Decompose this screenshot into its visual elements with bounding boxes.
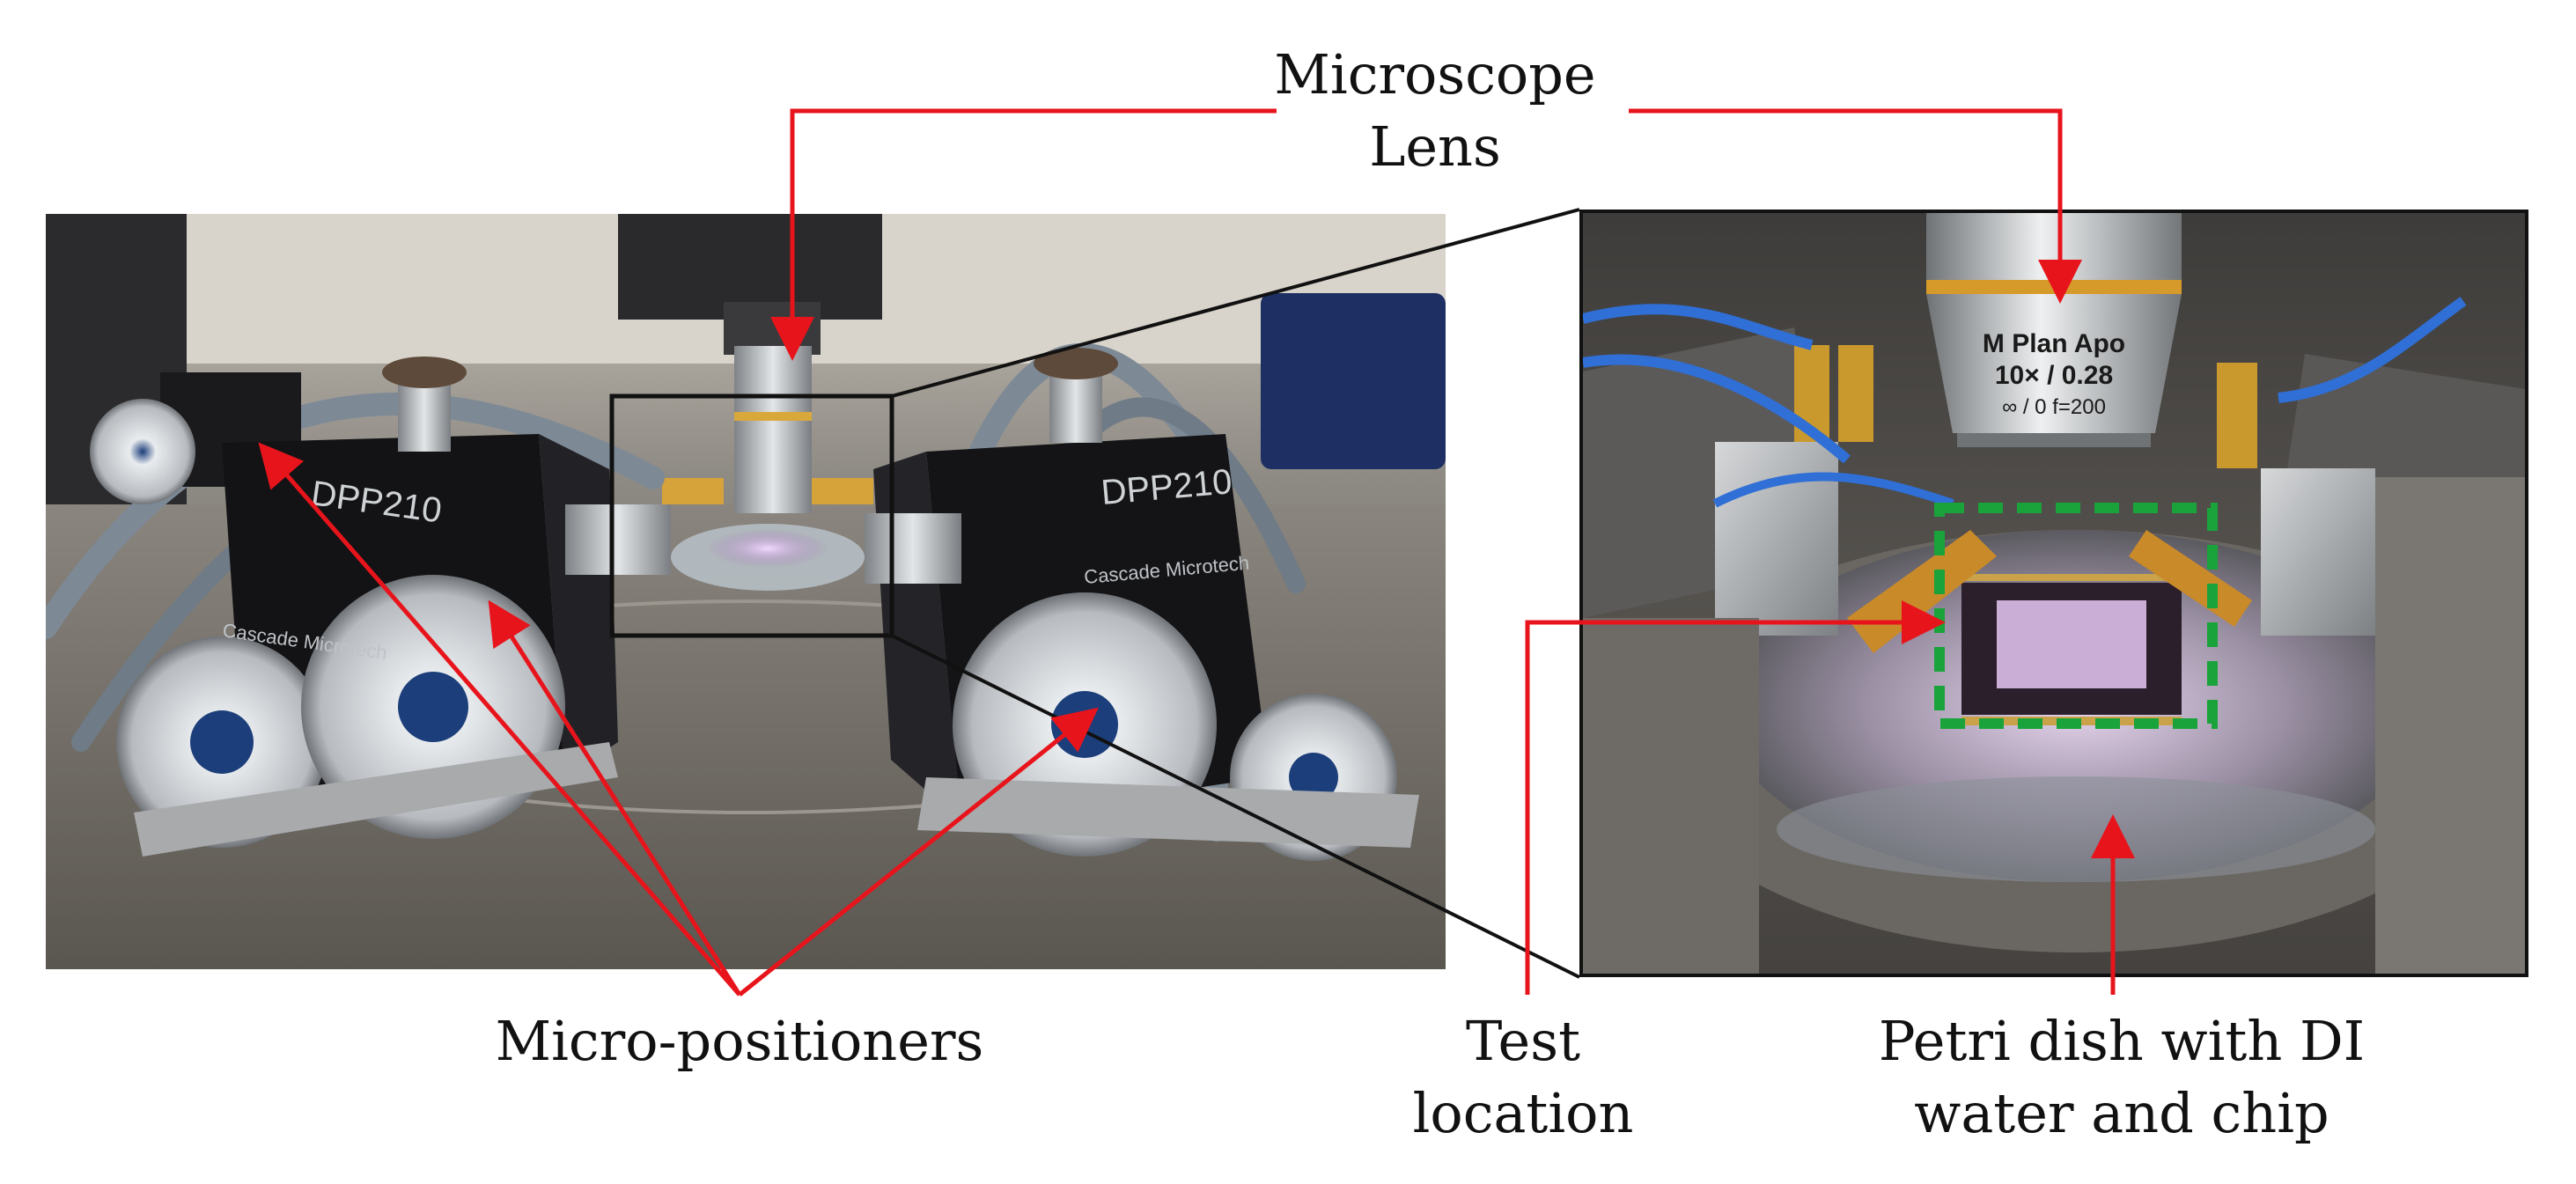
objective-text-1: M Plan Apo — [1983, 329, 2125, 358]
objective-text-2: 10× / 0.28 — [1995, 361, 2113, 390]
probe-station-illustration: DPP210 Cascade Microtech DPP210 Cascade … — [46, 214, 1446, 969]
label-line: location — [1412, 1081, 1634, 1145]
zoom-line-bottom — [891, 634, 1580, 979]
label-test-location: Test location — [1409, 1005, 1638, 1150]
label-line: Microscope — [1274, 42, 1596, 107]
label-line: Micro-positioners — [495, 1009, 984, 1073]
wire-left-2 — [1583, 354, 1851, 464]
label-line: Lens — [1369, 114, 1501, 179]
zoom-line-top — [891, 208, 1580, 398]
cable-left — [46, 393, 665, 639]
right-probe-tip — [2129, 530, 2252, 627]
wire-right — [2278, 297, 2467, 403]
right-probe-arm — [865, 513, 961, 584]
arrow-lens-left — [770, 108, 1277, 361]
closeup-illustration: M Plan Apo 10× / 0.28 ∞ / 0 f=200 — [1583, 213, 2525, 974]
label-line: water and chip — [1914, 1081, 2329, 1145]
arrow-positioner-3 — [738, 707, 1099, 996]
probe-station-photo: DPP210 Cascade Microtech DPP210 Cascade … — [46, 214, 1446, 969]
label-petri-dish: Petri dish with DI water and chip — [1822, 1005, 2421, 1150]
objective-text-3: ∞ / 0 f=200 — [2002, 395, 2106, 419]
zoom-region-box — [609, 393, 894, 638]
arrow-positioner-2 — [488, 599, 742, 996]
wire-left-1 — [1583, 304, 1814, 350]
rear-blue-unit — [1261, 293, 1446, 469]
label-microscope-lens: Microscope Lens — [1250, 39, 1620, 183]
label-line: Petri dish with DI — [1878, 1009, 2366, 1073]
closeup-photo: M Plan Apo 10× / 0.28 ∞ / 0 f=200 — [1579, 210, 2528, 977]
microscope-objective — [734, 346, 812, 513]
arrow-positioner-1 — [258, 442, 741, 996]
label-line: Test — [1466, 1009, 1580, 1073]
label-micro-positioners: Micro-positioners — [458, 1005, 1021, 1077]
arrow-lens-right — [1629, 108, 2082, 304]
right-probe-block — [2261, 468, 2375, 636]
arrow-test-location — [1525, 600, 1946, 995]
left-probe-arm — [565, 504, 671, 575]
